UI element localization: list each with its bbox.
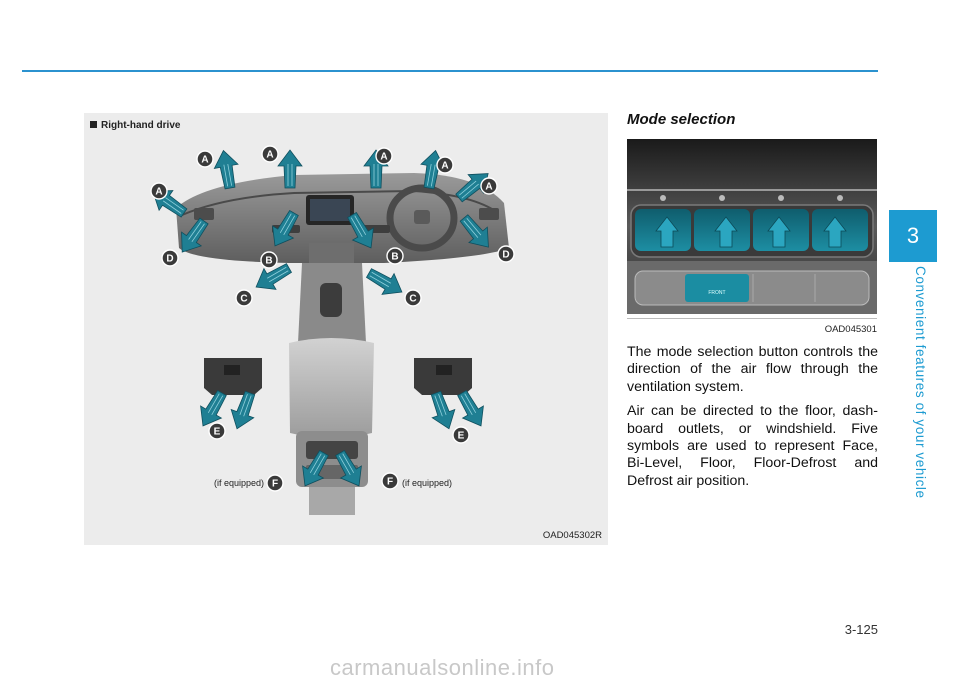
svg-text:A: A: [155, 187, 162, 198]
figure-code: OAD045302R: [542, 530, 602, 541]
svg-text:A: A: [441, 161, 448, 172]
bullet-square-icon: [90, 121, 97, 128]
figure-heading: Right-hand drive: [90, 120, 180, 131]
dashboard-illustration: A A A A A A B B C C D D E E F F (if equi…: [145, 145, 515, 515]
if-equipped-right: (if equipped): [402, 478, 452, 488]
svg-text:F: F: [387, 477, 393, 488]
svg-text:E: E: [458, 431, 465, 442]
svg-text:D: D: [502, 250, 509, 261]
watermark: carmanualsonline.info: [330, 655, 555, 680]
if-equipped-left: (if equipped): [214, 478, 264, 488]
label-f-right: F: [381, 472, 399, 490]
svg-text:C: C: [409, 294, 416, 305]
svg-text:A: A: [201, 155, 208, 166]
label-a-5: A: [436, 156, 454, 174]
vent-labels: A A A A A A B B C C D D E E F F: [150, 145, 515, 492]
label-a-3: A: [261, 145, 279, 163]
front-defrost-button: [685, 274, 749, 302]
paragraph-2: Air can be directed to the floor, dash-b…: [627, 403, 878, 489]
svg-text:A: A: [266, 150, 273, 161]
photo-code: OAD045301: [824, 324, 877, 335]
svg-text:FRONT: FRONT: [708, 290, 725, 296]
section-body: The mode selection button controls the d…: [627, 344, 878, 497]
label-e-left: E: [208, 422, 226, 440]
label-d-right: D: [497, 245, 515, 263]
label-f-left: F: [266, 474, 284, 492]
chapter-number-tab[interactable]: 3: [889, 210, 937, 262]
section-title: Mode selection: [627, 111, 736, 128]
label-a-6: A: [480, 177, 498, 195]
svg-text:A: A: [485, 182, 492, 193]
label-a-2: A: [196, 150, 214, 168]
svg-text:E: E: [214, 427, 221, 438]
page-number: 3-125: [844, 622, 878, 637]
vent-diagram-figure: A A A A A A B B C C D D E E F F (if equi…: [84, 113, 608, 545]
svg-text:B: B: [391, 252, 398, 263]
steering-wheel: [386, 184, 458, 252]
center-console: [289, 263, 374, 515]
label-b-left: B: [260, 251, 278, 269]
svg-text:F: F: [272, 479, 278, 490]
svg-text:C: C: [240, 294, 247, 305]
label-d-left: D: [161, 249, 179, 267]
dashboard-shape: [176, 173, 509, 273]
chapter-title: Convenient features of your vehicle: [913, 266, 928, 499]
label-b-right: B: [386, 247, 404, 265]
top-rule: [22, 70, 878, 72]
photo-caption-rule: [627, 318, 877, 319]
mode-buttons-photo: FRONT: [627, 139, 877, 314]
floor-duct-right: [414, 358, 472, 395]
label-c-right: C: [404, 289, 422, 307]
label-e-right: E: [452, 426, 470, 444]
label-c-left: C: [235, 289, 253, 307]
label-a-4: A: [375, 147, 393, 165]
mode-buttons-illustration: FRONT: [627, 139, 877, 314]
label-a-1: A: [150, 182, 168, 200]
svg-text:A: A: [380, 152, 387, 163]
floor-duct-left: [204, 358, 262, 395]
paragraph-1: The mode selection button controls the d…: [627, 344, 878, 395]
svg-text:D: D: [166, 254, 173, 265]
svg-text:B: B: [265, 256, 272, 267]
